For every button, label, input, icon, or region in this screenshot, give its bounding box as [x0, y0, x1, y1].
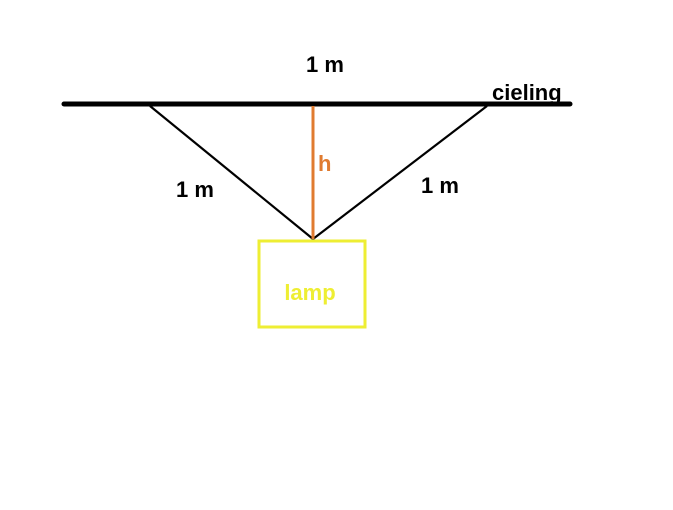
left-wire-label: 1 m — [176, 177, 214, 202]
right-wire-label: 1 m — [421, 173, 459, 198]
right-wire — [312, 105, 488, 240]
lamp-label: lamp — [284, 280, 335, 305]
top-span-label: 1 m — [306, 52, 344, 77]
lamp-box — [257, 239, 367, 329]
height-label: h — [318, 151, 331, 176]
ceiling-label: cieling — [492, 80, 562, 105]
left-wire — [149, 105, 314, 240]
